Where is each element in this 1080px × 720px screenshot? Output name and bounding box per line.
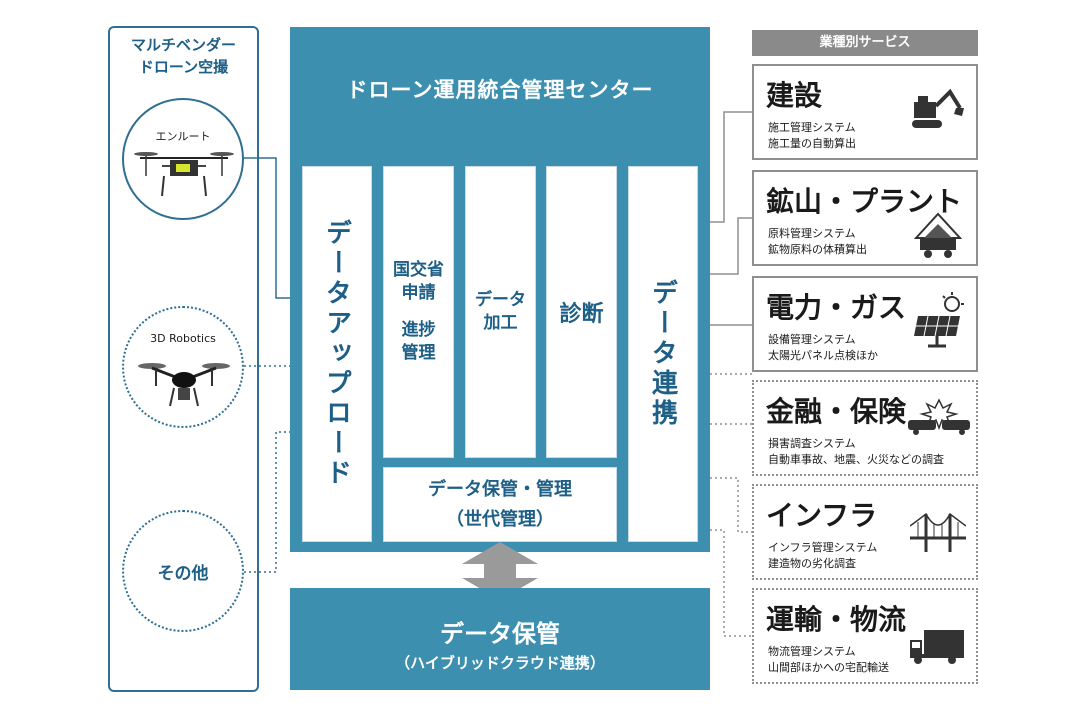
archive-line2: （世代管理） — [446, 508, 554, 530]
mine-cart-icon — [913, 212, 963, 258]
column-data-upload: データアップロード — [302, 166, 372, 542]
drone-icon — [138, 363, 230, 407]
service-desc: 施工管理システム 施工量の自動算出 — [768, 120, 856, 152]
storage-title: データ保管 — [440, 620, 560, 648]
bridge-icon — [910, 512, 966, 552]
gov-line1: 国交省 — [393, 260, 444, 280]
service-transport-logistics: 運輸・物流 物流管理システム 山間部ほかへの宅配輸送 — [752, 588, 978, 684]
drone-enroute: エンルート — [122, 98, 244, 220]
service-desc-line1: 原料管理システム — [768, 227, 856, 240]
double-arrow-icon — [462, 542, 538, 600]
service-desc-line1: インフラ管理システム — [768, 541, 878, 554]
service-desc-line1: 設備管理システム — [768, 333, 856, 346]
service-mining-plant: 鉱山・プラント 原料管理システム 鉱物原料の体積算出 — [752, 170, 978, 266]
service-power-gas: 電力・ガス 設備管理システム 太陽光パネル点検ほか — [752, 276, 978, 372]
column-data-link-label: データ連携 — [647, 279, 678, 429]
column-data-processing: データ 加工 — [465, 166, 536, 458]
drone-icon — [134, 152, 234, 197]
service-desc-line2: 建造物の劣化調査 — [768, 557, 856, 570]
service-desc: 物流管理システム 山間部ほかへの宅配輸送 — [768, 644, 889, 676]
drone-label: 3D Robotics — [150, 332, 216, 345]
data-archive-box: データ保管・管理 （世代管理） — [383, 467, 617, 542]
service-desc-line2: 太陽光パネル点検ほか — [768, 349, 878, 362]
service-title: 鉱山・プラント — [766, 185, 963, 218]
vendor-panel — [108, 26, 259, 692]
drone-label: エンルート — [155, 130, 211, 143]
service-construction: 建設 施工管理システム 施工量の自動算出 — [752, 64, 978, 160]
column-gov-application: 国交省 申請 進捗 管理 — [383, 166, 454, 458]
service-title: インフラ — [766, 499, 878, 532]
gov-line2: 申請 — [401, 283, 436, 303]
column-data-upload-label: データアップロード — [321, 219, 352, 489]
vendor-title-line2: ドローン空撮 — [138, 58, 229, 76]
solar-panel-icon — [914, 292, 964, 348]
gov-line4: 管理 — [401, 343, 436, 363]
excavator-icon — [912, 88, 964, 128]
process-line1: データ — [475, 290, 526, 310]
service-desc-line1: 物流管理システム — [768, 645, 856, 658]
service-desc: インフラ管理システム 建造物の劣化調査 — [768, 540, 877, 572]
service-desc: 損害調査システム 自動車事故、地震、火災などの調査 — [768, 436, 944, 468]
service-finance-insurance: 金融・保険 損害調査システム 自動車事故、地震、火災などの調査 — [752, 380, 978, 476]
gov-line3: 進捗 — [401, 320, 436, 340]
service-desc-line2: 自動車事故、地震、火災などの調査 — [768, 453, 944, 466]
service-title: 電力・ガス — [766, 291, 907, 324]
truck-icon — [910, 630, 964, 664]
service-desc: 原料管理システム 鉱物原料の体積算出 — [768, 226, 867, 258]
process-line2: 加工 — [483, 313, 518, 333]
service-desc-line2: 鉱物原料の体積算出 — [768, 243, 867, 256]
service-title: 金融・保険 — [766, 395, 907, 428]
vendor-title: マルチベンダー ドローン空撮 — [108, 34, 259, 78]
service-desc-line2: 山間部ほかへの宅配輸送 — [768, 661, 889, 674]
car-crash-icon — [908, 398, 970, 435]
diagnosis-label: 診断 — [559, 302, 604, 327]
drone-3d-robotics: 3D Robotics — [122, 306, 244, 428]
services-header: 業種別サービス — [752, 30, 978, 56]
service-title: 運輸・物流 — [766, 603, 907, 636]
service-infrastructure: インフラ インフラ管理システム 建造物の劣化調査 — [752, 484, 978, 580]
column-data-link: データ連携 — [628, 166, 698, 542]
data-storage-box — [290, 588, 710, 690]
archive-line1: データ保管・管理 — [428, 478, 572, 500]
storage-subtitle: （ハイブリッドクラウド連携） — [395, 654, 605, 672]
service-desc: 設備管理システム 太陽光パネル点検ほか — [768, 332, 878, 364]
drone-label-other: その他 — [157, 563, 209, 584]
service-desc-line1: 損害調査システム — [768, 437, 856, 450]
service-title: 建設 — [766, 79, 823, 112]
center-title: ドローン運用統合管理センター — [346, 78, 654, 102]
drone-other: その他 — [122, 510, 244, 632]
service-desc-line2: 施工量の自動算出 — [768, 137, 856, 150]
service-desc-line1: 施工管理システム — [768, 121, 856, 134]
column-diagnosis: 診断 — [546, 166, 617, 458]
vendor-title-line1: マルチベンダー — [130, 36, 236, 54]
